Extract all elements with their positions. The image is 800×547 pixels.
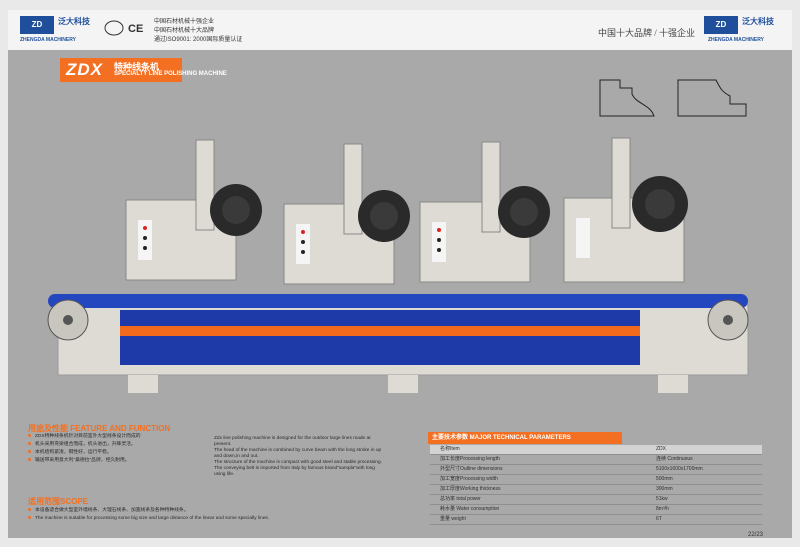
bullet-icon [28, 508, 31, 512]
scope-text: The machine is suitable for processing s… [35, 516, 270, 521]
scope-text: 本设备适合做大型室外墙线条、大理石线条、加宽线条及各种特种线条。 [35, 508, 189, 513]
bullet-icon [28, 442, 31, 446]
feature-text: The head of the machine is combined by c… [214, 448, 382, 459]
feature-text: 输送带采用意大利"桑德拉"品牌，经久耐用。 [35, 458, 130, 463]
machine-illustration [47, 137, 749, 393]
param-key: 名称Item [440, 446, 460, 452]
page-number: 22/23 [748, 532, 764, 538]
bullet-icon [28, 450, 31, 454]
param-value: 5100x1600x1700mm [656, 466, 703, 472]
cert-line: 中国石材机械十大品牌 [154, 28, 215, 34]
param-value: ZDX [656, 446, 666, 452]
list-item: The machine is suitable for processing s… [28, 515, 308, 523]
polishing-head [125, 139, 262, 281]
list-item: 本设备适合做大型室外墙线条、大理石线条、加宽线条及各种特种线条。 [28, 507, 308, 515]
cert-line: 通过ISO9001: 2000国际质量认证 [154, 37, 243, 43]
feature-text: 本机结构紧凑，钢性好，运行平稳。 [35, 450, 112, 455]
table-row: 外型尺寸Outline dimensions 5100x1600x1700mm [430, 465, 762, 475]
cert-line: 中国石材机械十强企业 [154, 19, 215, 25]
feature-list-cn: ZDX特种线条机针对目前室外大型线条设计而成的 机头采用弯梁组合而成，机头进出，… [28, 433, 278, 465]
brand-name-cn: 泛大科技 [58, 17, 90, 26]
feature-text: 机头采用弯梁组合而成，机头进出，升降灵活。 [35, 442, 136, 447]
product-name-en: SPECIALTY LINE POLISHING MACHINE [114, 71, 227, 77]
scope-title: 适用范围SCOPE [28, 497, 89, 506]
bullet-icon [28, 516, 31, 520]
machine-base [57, 304, 749, 393]
list-item: 输送带采用意大利"桑德拉"品牌，经久耐用。 [28, 457, 278, 465]
table-row: 加工长度Processing length 连续 Continuous [430, 455, 762, 465]
feature-list-en: Zdx line polishing machine is designed f… [214, 436, 384, 478]
list-item: ZDX特种线条机针对目前室外大型线条设计而成的 [28, 433, 278, 441]
table-row: 加工厚度Working thickness 300mm [430, 485, 762, 495]
cert-lines: 中国石材机械十强企业 中国石材机械十大品牌 通过ISO9001: 2000国际质… [154, 16, 242, 43]
line-profile-diagram [599, 79, 747, 117]
product-banner: ZDX 特种线条机 SPECIALTY LINE POLISHING MACHI… [60, 58, 227, 82]
param-value: 300mm [656, 486, 673, 492]
product-code: ZDX [66, 60, 103, 79]
content-panel: ZD 泛大科技 ZHENGDA MACHINERY CE 中国石材机械十强企业 … [8, 10, 792, 538]
brand-name-cn: 泛大科技 [742, 17, 774, 26]
conveyor-belt [47, 294, 749, 341]
param-value: 8m³/h [656, 506, 669, 512]
param-key: 重量 weight [440, 516, 466, 522]
params-title: 主要技术参数 MAJOR TECHNICAL PARAMETERS [428, 432, 622, 444]
param-key: 加工厚度Working thickness [440, 486, 501, 492]
polishing-head [283, 143, 410, 285]
brand-name-en: ZHENGDA MACHINERY [708, 37, 765, 43]
list-item: 本机结构紧凑，钢性好，运行平稳。 [28, 449, 278, 457]
param-value: 6T [656, 516, 662, 522]
list-item: 机头采用弯梁组合而成，机头进出，升降灵活。 [28, 441, 278, 449]
company-logo-icon: ZD [704, 16, 738, 34]
bullet-icon [28, 434, 31, 438]
product-name-cn: 特种线条机 [114, 62, 160, 72]
table-row: 总功率 total power 51kw [430, 495, 762, 505]
params-table: 名称Item ZDX 加工长度Processing length 连续 Contin… [430, 445, 762, 525]
slogan: 中国十大品牌 / 十强企业 [598, 28, 696, 38]
param-key: 加工长度Processing length [440, 456, 500, 462]
param-value: 连续 Continuous [656, 456, 693, 462]
svg-text:CE: CE [128, 23, 143, 35]
cert-logos-icon: CE [104, 18, 148, 38]
polishing-head [419, 141, 550, 283]
param-key: 外型尺寸Outline dimensions [440, 466, 503, 472]
table-row: 耗水量 Water consumption 8m³/h [430, 505, 762, 515]
param-key: 耗水量 Water consumption [440, 506, 500, 512]
param-key: 加工宽度Processing width [440, 476, 498, 482]
param-value: 500mm [656, 476, 673, 482]
header: ZD 泛大科技 ZHENGDA MACHINERY CE 中国石材机械十强企业 … [8, 10, 792, 50]
feature-text: Zdx line polishing machine is designed f… [214, 436, 371, 447]
bullet-icon [28, 458, 31, 462]
table-row: 重量 weight 6T [430, 515, 762, 525]
brand-name-en: ZHENGDA MACHINERY [20, 37, 77, 43]
table-row: 名称Item ZDX [430, 445, 762, 455]
feature-text: The conveying belt is imported from Ital… [214, 466, 375, 477]
polishing-head [563, 137, 688, 283]
feature-text: The structure of the machine is compact … [214, 460, 382, 465]
scope-list: 本设备适合做大型室外墙线条、大理石线条、加宽线条及各种特种线条。 The mac… [28, 507, 308, 523]
feature-title: 用途及性能 FEATURE AND FUNCTION [28, 424, 171, 433]
param-key: 总功率 total power [440, 496, 481, 502]
company-logo-icon: ZD [20, 16, 54, 34]
feature-text: ZDX特种线条机针对目前室外大型线条设计而成的 [35, 434, 141, 439]
param-value: 51kw [656, 496, 668, 502]
table-row: 加工宽度Processing width 500mm [430, 475, 762, 485]
